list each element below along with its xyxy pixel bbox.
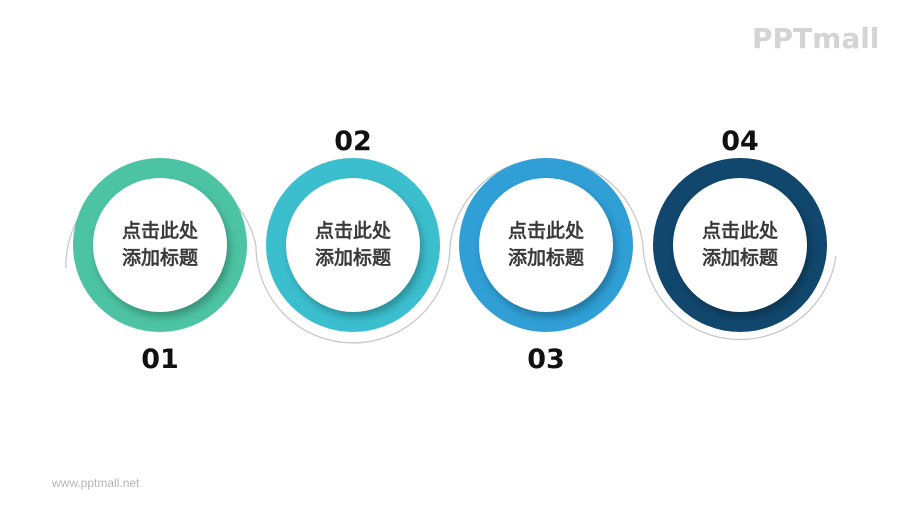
step-2-number: 02 — [334, 126, 372, 157]
step-4-label: 点击此处 添加标题 — [673, 178, 807, 312]
step-4-circle[interactable]: 点击此处 添加标题 — [653, 158, 827, 332]
step-3-title-line2: 添加标题 — [507, 247, 584, 269]
step-3-circle[interactable]: 点击此处 添加标题 — [459, 158, 633, 332]
step-2-label: 点击此处 添加标题 — [286, 178, 420, 312]
footer-url: www.pptmall.net — [52, 476, 140, 490]
step-3-number: 03 — [527, 344, 565, 375]
step-1-title-line1: 点击此处 — [121, 220, 198, 242]
step-1-number: 01 — [141, 344, 179, 375]
step-4-title-line2: 添加标题 — [701, 247, 778, 269]
step-3-title-line1: 点击此处 — [507, 220, 584, 242]
step-3-label: 点击此处 添加标题 — [479, 178, 613, 312]
step-2-title-line2: 添加标题 — [314, 247, 391, 269]
step-4-title-line1: 点击此处 — [701, 220, 778, 242]
pptmall-logo: PPTmall — [752, 22, 880, 55]
step-4-number: 04 — [721, 126, 759, 157]
step-1-label: 点击此处 添加标题 — [93, 178, 227, 312]
step-1-circle[interactable]: 点击此处 添加标题 — [73, 158, 247, 332]
step-2-title-line1: 点击此处 — [314, 220, 391, 242]
step-2-circle[interactable]: 点击此处 添加标题 — [266, 158, 440, 332]
step-1-title-line2: 添加标题 — [121, 247, 198, 269]
